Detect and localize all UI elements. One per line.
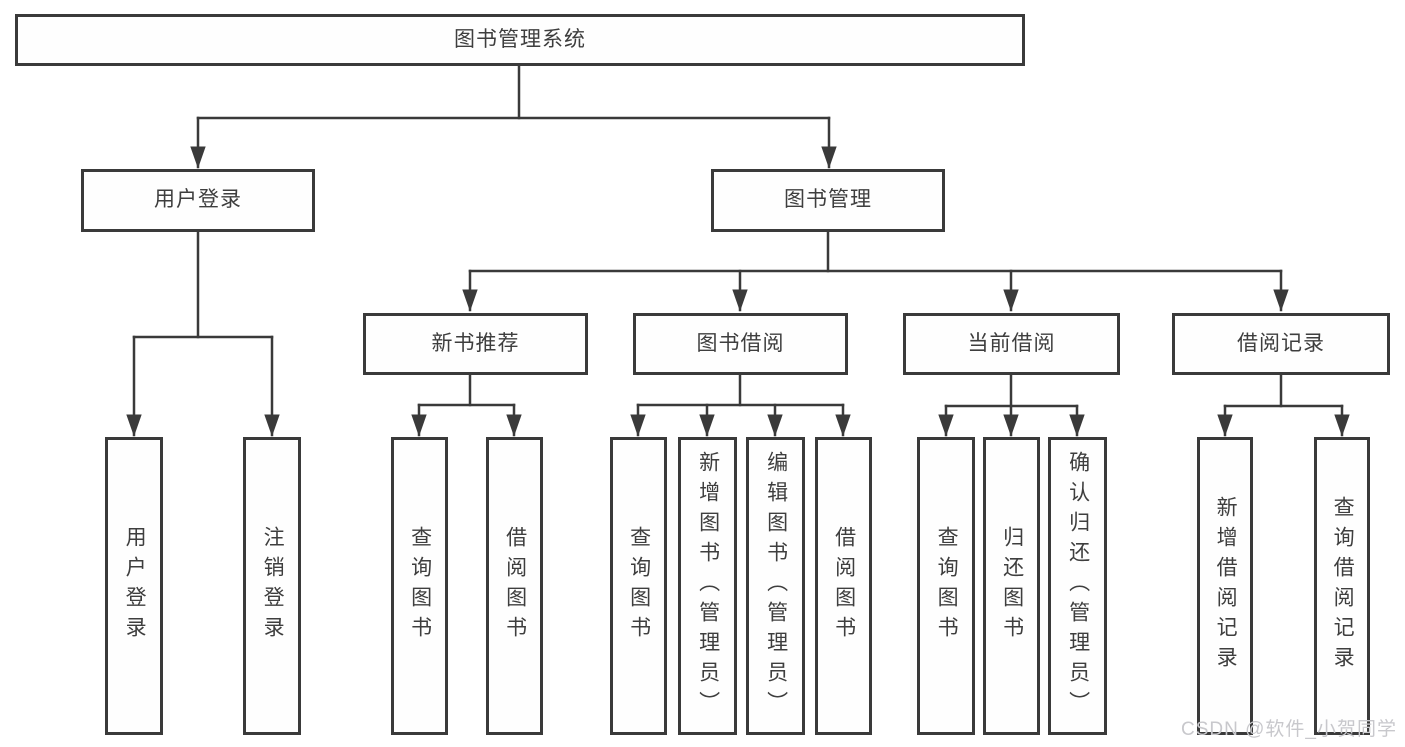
node-borrow-records-label: 借阅记录: [1237, 331, 1325, 355]
leaf-current-query-books-label: 查询图书: [935, 526, 959, 646]
watermark: CSDN @软件_小贺同学: [1181, 719, 1397, 740]
leaf-user-login: 用户登录: [105, 437, 163, 735]
leaf-borrow-books: 借阅图书: [815, 437, 872, 735]
node-book-management-label: 图书管理: [784, 188, 872, 212]
leaf-user-login-label: 用户登录: [123, 526, 147, 646]
leaf-newrec-borrow-books-label: 借阅图书: [503, 526, 527, 646]
leaf-newrec-query-books: 查询图书: [391, 437, 448, 735]
node-book-management: 图书管理: [711, 169, 945, 232]
leaf-edit-books-admin-label: 编辑图书（管理员）: [764, 451, 788, 721]
node-current-borrow: 当前借阅: [903, 313, 1120, 375]
leaf-return-books: 归还图书: [983, 437, 1040, 735]
leaf-borrow-books-label: 借阅图书: [832, 526, 856, 646]
leaf-newrec-query-books-label: 查询图书: [408, 526, 432, 646]
node-current-borrow-label: 当前借阅: [967, 331, 1056, 355]
node-root: 图书管理系统: [15, 14, 1025, 66]
leaf-current-query-books: 查询图书: [917, 437, 975, 735]
leaf-add-borrow-record-label: 新增借阅记录: [1214, 496, 1238, 676]
node-new-book-recommend-label: 新书推荐: [431, 331, 520, 355]
leaf-borrow-query-books-label: 查询图书: [627, 526, 651, 646]
node-user-login: 用户登录: [81, 169, 315, 232]
leaf-add-books-admin-label: 新增图书（管理员）: [696, 451, 720, 721]
node-user-login-label: 用户登录: [154, 188, 242, 212]
leaf-confirm-return-admin: 确认归还（管理员）: [1048, 437, 1107, 735]
leaf-logout-label: 注销登录: [261, 526, 285, 646]
leaf-edit-books-admin: 编辑图书（管理员）: [746, 437, 805, 735]
leaf-newrec-borrow-books: 借阅图书: [486, 437, 543, 735]
node-new-book-recommend: 新书推荐: [363, 313, 588, 375]
leaf-query-borrow-record-label: 查询借阅记录: [1331, 496, 1355, 676]
leaf-query-borrow-record: 查询借阅记录: [1314, 437, 1370, 735]
node-book-borrow: 图书借阅: [633, 313, 848, 375]
leaf-logout: 注销登录: [243, 437, 301, 735]
node-borrow-records: 借阅记录: [1172, 313, 1390, 375]
leaf-confirm-return-admin-label: 确认归还（管理员）: [1066, 451, 1090, 721]
leaf-add-books-admin: 新增图书（管理员）: [678, 437, 737, 735]
leaf-return-books-label: 归还图书: [1000, 526, 1024, 646]
node-book-borrow-label: 图书借阅: [696, 331, 785, 355]
leaf-add-borrow-record: 新增借阅记录: [1197, 437, 1253, 735]
node-root-label: 图书管理系统: [454, 27, 586, 51]
leaf-borrow-query-books: 查询图书: [610, 437, 667, 735]
